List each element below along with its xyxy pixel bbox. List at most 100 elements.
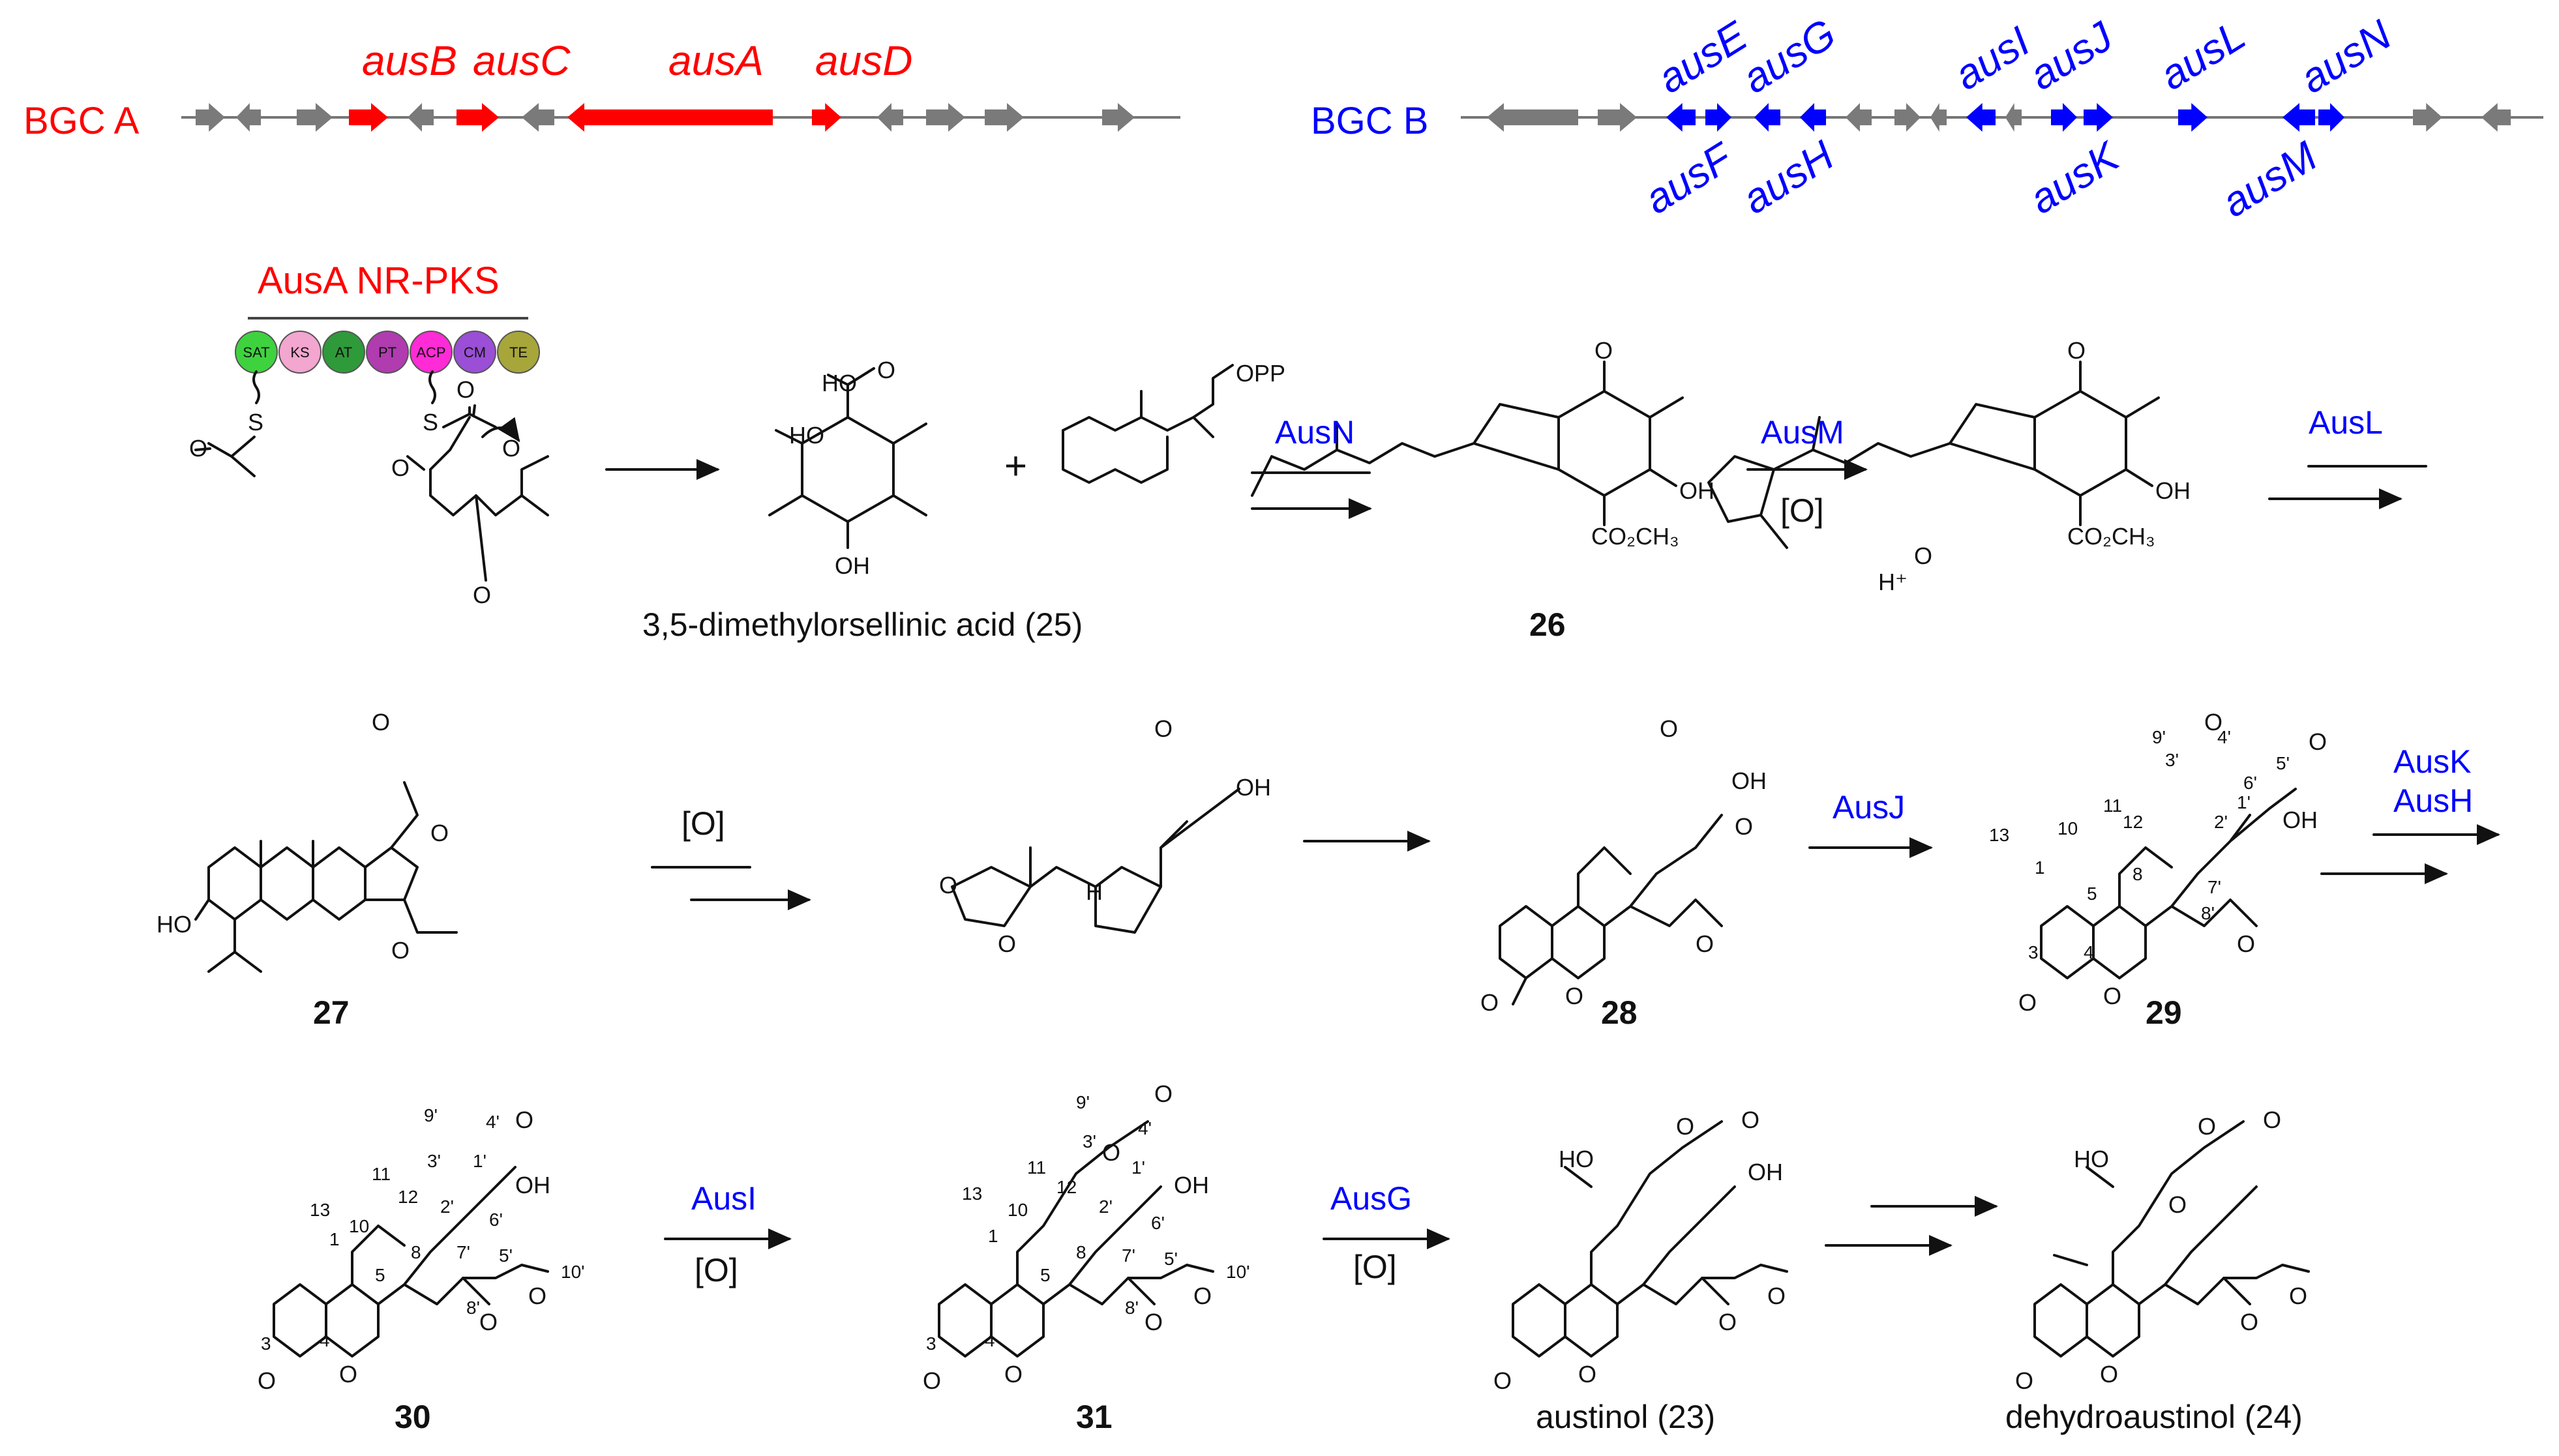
gene-a-1-arrow — [236, 103, 261, 132]
oxygen-starter: O — [189, 435, 207, 462]
c24-lactone-o-4: O — [2289, 1283, 2307, 1309]
c31-num-9p: 9' — [1076, 1092, 1090, 1112]
epoxide-ester-label: CO₂CH₃ — [2067, 523, 2155, 550]
starter-unit: S O — [189, 370, 263, 477]
c30-num-4p: 4' — [486, 1112, 500, 1132]
epoxide-oxygen-label: O — [1914, 542, 1932, 569]
austinol-ring-o: O — [1676, 1113, 1694, 1140]
compound-30-numbering: 13 1 10 11 12 5 8 3 4 9' 3' 4' 1' 2' 6' … — [261, 1105, 585, 1354]
gene-b-16-arrow — [2413, 103, 2442, 132]
pks-domain-pt-label: PT — [378, 344, 397, 361]
c31-oh-label: OH — [1174, 1172, 1209, 1198]
step-ausk: AusK — [2393, 743, 2472, 780]
c30-num-1: 1 — [329, 1229, 340, 1249]
c29-num-1: 1 — [2035, 857, 2045, 878]
dehydroaustinol-structure: O O HO O O O O O — [2015, 1107, 2310, 1394]
c29-num-5: 5 — [2087, 884, 2097, 904]
c24-bridge-o: O — [2168, 1191, 2187, 1218]
c28-ketone-2: O — [1735, 813, 1753, 840]
c30-num-12: 12 — [398, 1187, 418, 1207]
compound-31-numbering: 13 1 10 11 12 5 8 3 4 9' 3' 4' 1' 2' 6' … — [926, 1092, 1250, 1354]
c24-lactone-o-1: O — [2015, 1367, 2033, 1394]
gene-aush-label: ausH — [1734, 131, 1842, 223]
c31-num-7p: 7' — [1122, 1245, 1135, 1266]
gene-ausc-label: ausC — [473, 37, 571, 84]
c26-ketone-label: O — [1594, 337, 1613, 364]
c30-num-10p: 10' — [561, 1262, 585, 1282]
sulfur-atom-sat: S — [248, 409, 263, 436]
compound-27-structure: HO O O O — [157, 709, 458, 973]
compound-25-name: 3,5-dimethylorsellinic acid (25) — [642, 606, 1083, 643]
gene-ausk-label: ausK — [2021, 132, 2129, 223]
c30-lactone-o-4: O — [528, 1283, 546, 1309]
c30-oh-label: OH — [515, 1172, 550, 1198]
c31-num-3: 3 — [926, 1333, 936, 1354]
gene-aush-arrow — [1800, 103, 1826, 132]
c31-num-10p: 10' — [1226, 1262, 1250, 1282]
step-ausn: AusN — [1275, 414, 1354, 451]
c30-num-2p: 2' — [440, 1196, 454, 1217]
c28-ketone-1: O — [1660, 715, 1678, 742]
step-ausj: AusJ — [1833, 789, 1905, 825]
gene-ausd-arrow — [812, 103, 841, 132]
c31-num-6p: 6' — [1151, 1213, 1165, 1233]
austinol-lactone-o-2: O — [1578, 1361, 1596, 1388]
austinol-lactone-o-4: O — [1767, 1283, 1786, 1309]
proton-label: H⁺ — [1878, 569, 1908, 595]
gene-a-9-arrow — [877, 103, 903, 132]
c29-num-12: 12 — [2123, 812, 2143, 832]
gene-ause-arrow — [1666, 103, 1696, 132]
c30-num-9p: 9' — [424, 1105, 438, 1125]
c31-lactone-o-4: O — [1193, 1283, 1212, 1309]
pks-domain-at-label: AT — [335, 344, 352, 361]
epoxide-ketone-label: O — [2067, 337, 2086, 364]
pks-domain-pt — [366, 331, 409, 374]
pks-domain-sat-label: SAT — [243, 344, 269, 361]
compound-26-label: 26 — [1529, 606, 1566, 643]
c29-num-11: 11 — [2103, 795, 2122, 816]
gene-a-0-arrow — [196, 103, 225, 132]
c31-num-5: 5 — [1040, 1265, 1051, 1285]
gene-ausj-label: ausJ — [2021, 12, 2121, 99]
c24-lactone-o-2: O — [2100, 1361, 2118, 1388]
c30-num-11: 11 — [372, 1164, 391, 1184]
oxygen-chain-4: O — [473, 582, 491, 608]
c30-num-1p: 1' — [473, 1151, 486, 1171]
c31-num-1p: 1' — [1131, 1157, 1145, 1178]
austinol-structure: O O HO O O OH O O — [1493, 1107, 1788, 1394]
c31-num-13: 13 — [962, 1183, 982, 1204]
c29-num-10: 10 — [2058, 818, 2078, 839]
gene-ausk-arrow — [2084, 103, 2113, 132]
c31-num-5p: 5' — [1164, 1249, 1178, 1269]
step-ausg: AusG — [1330, 1180, 1412, 1217]
gene-ausf-label: ausF — [1636, 132, 1742, 223]
c28-lactone-o-2: O — [1565, 983, 1583, 1009]
polyketide-chain: S O O O O — [391, 370, 549, 608]
pks-domain-at — [322, 331, 365, 374]
gene-ausa-arrow — [567, 103, 773, 132]
step-ausm: AusM — [1761, 414, 1844, 451]
c29-lactone-o-1: O — [2018, 989, 2037, 1016]
pks-domain-ks — [278, 331, 322, 374]
c31-num-4p: 4' — [1138, 1118, 1152, 1138]
c31-lactone-o-1: O — [923, 1367, 941, 1394]
c30-num-6p: 6' — [489, 1210, 503, 1230]
gene-ausi-arrow — [1966, 103, 1996, 132]
c24-ketone: O — [2263, 1107, 2281, 1133]
c30-num-8p: 8' — [466, 1298, 480, 1318]
pks-domain-te-label: TE — [509, 344, 528, 361]
c31-num-8p: 8' — [1125, 1298, 1139, 1318]
compound-30-structure: O O O OH O O — [258, 1107, 550, 1394]
c30-num-4: 4 — [320, 1330, 330, 1350]
oxygen-chain-2: O — [391, 454, 410, 481]
gene-b-8-arrow — [1930, 103, 1947, 132]
c30-num-5p: 5' — [499, 1245, 513, 1266]
c29-num-4p: 4' — [2217, 727, 2231, 747]
c24-lactone-o-3: O — [2240, 1309, 2258, 1335]
c31-ring-o: O — [1102, 1139, 1120, 1166]
lactone-o-2: O — [998, 930, 1016, 957]
lactone-oh-label: OH — [1236, 774, 1271, 801]
c27-oh-label: HO — [157, 911, 192, 938]
c31-num-8: 8 — [1076, 1242, 1086, 1262]
c26-ester-label: CO₂CH₃ — [1591, 523, 1679, 550]
